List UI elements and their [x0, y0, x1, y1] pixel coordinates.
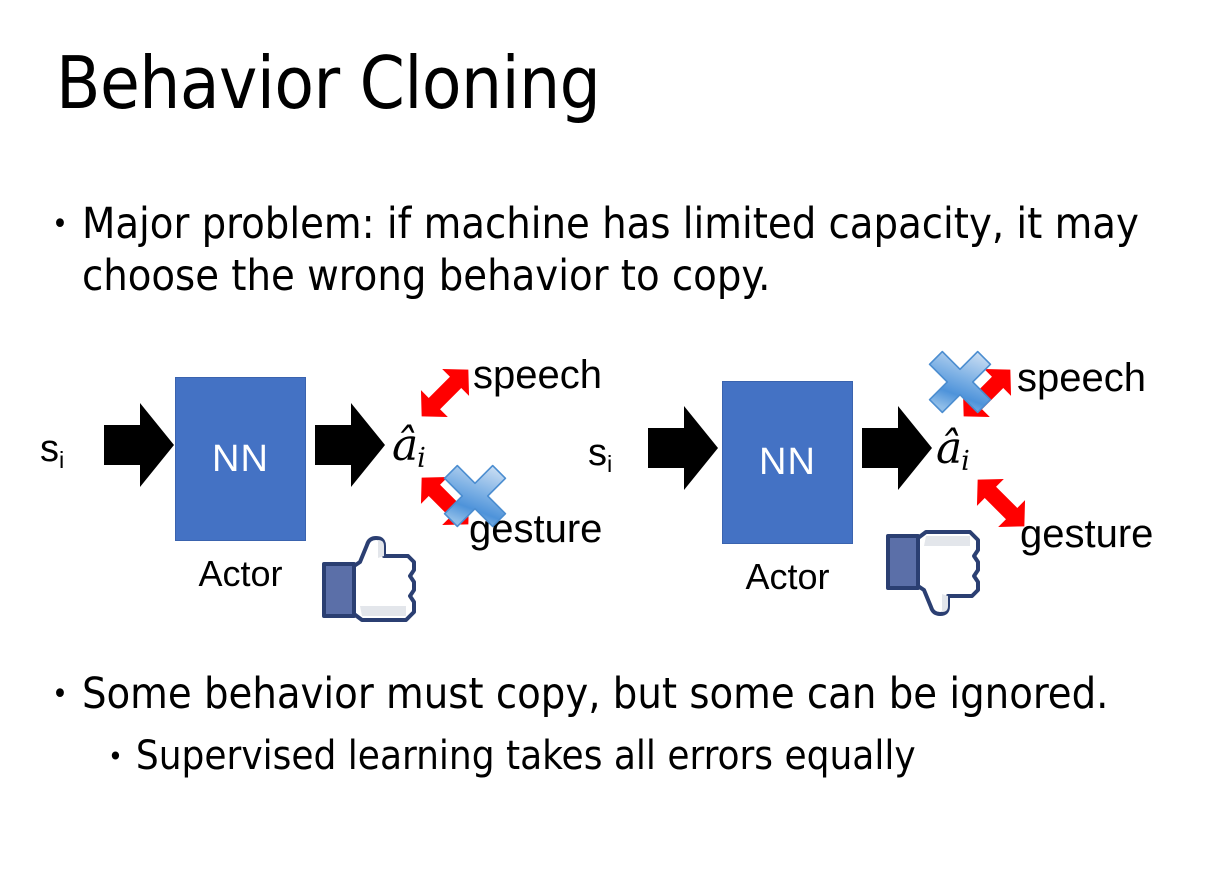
bullet-marker-icon: •	[52, 677, 68, 712]
left-speech-branch-arrow-icon	[420, 368, 470, 418]
bullet-supervised-learning: • Supervised learning takes all errors e…	[108, 732, 1168, 781]
right-nn-box: NN	[722, 381, 853, 544]
left-nn-label: NN	[212, 437, 269, 480]
left-input-arrow-icon	[104, 403, 174, 487]
left-branch-label-speech: speech	[473, 353, 602, 397]
right-input-arrow-icon	[648, 406, 718, 490]
right-output-arrow-icon	[862, 406, 932, 490]
left-verdict-thumbs-up-icon	[322, 536, 416, 622]
right-input-state-label: si	[588, 432, 613, 477]
page-title: Behavior Cloning	[56, 41, 601, 125]
left-actor-caption: Actor	[198, 553, 283, 594]
sub-bullet-marker-icon: •	[108, 740, 123, 773]
bullet-marker-icon: •	[52, 207, 68, 242]
left-output-arrow-icon	[315, 403, 385, 487]
sub-bullet-text: Supervised learning takes all errors equ…	[135, 733, 916, 779]
bullet-text: Major problem: if machine has limited ca…	[81, 199, 1139, 302]
left-cross-out-gesture-icon	[443, 464, 507, 528]
left-output-action-label: âi	[392, 420, 426, 474]
right-branch-label-gesture: gesture	[1020, 512, 1154, 556]
right-cross-out-speech-icon	[928, 350, 992, 414]
bullet-some-behavior: • Some behavior must copy, but some can …	[52, 668, 1162, 720]
right-nn-label: NN	[759, 441, 816, 483]
right-actor-caption: Actor	[745, 556, 830, 597]
bullet-text: Some behavior must copy, but some can be…	[81, 669, 1109, 719]
right-branch-label-speech: speech	[1017, 356, 1146, 400]
right-gesture-branch-arrow-icon	[976, 478, 1026, 528]
right-output-action-label: âi	[936, 423, 970, 477]
left-input-state-label: si	[40, 428, 65, 473]
left-nn-box: NN	[175, 377, 306, 541]
right-verdict-thumbs-down-icon	[886, 530, 980, 616]
bullet-major-problem: • Major problem: if machine has limited …	[52, 198, 1142, 303]
